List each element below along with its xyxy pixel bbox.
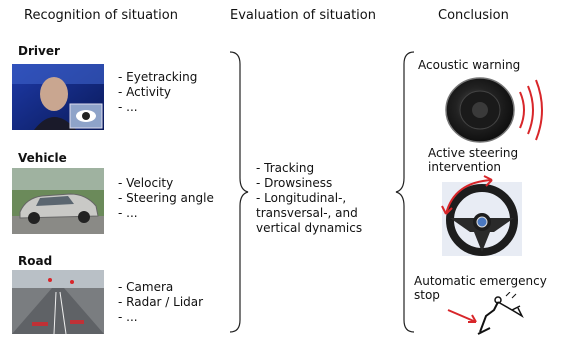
driver-item: - Eyetracking xyxy=(118,70,198,84)
evaluation-item: - Drowsiness xyxy=(256,176,333,190)
road-item: - Camera xyxy=(118,280,174,294)
acoustic-warning-label: Acoustic warning xyxy=(418,58,521,72)
road-label: Road xyxy=(18,254,53,268)
header-evaluation: Evaluation of situation xyxy=(230,8,376,23)
vehicle-photo xyxy=(12,168,104,234)
header-conclusion: Conclusion xyxy=(438,8,509,23)
steering-label-line2: intervention xyxy=(428,160,502,174)
evaluation-item: transversal-, and xyxy=(256,206,358,220)
driver-item: - ... xyxy=(118,100,138,114)
driver-item: - Activity xyxy=(118,85,172,99)
speaker-icon xyxy=(445,77,543,143)
road-list: - Camera - Radar / Lidar - ... xyxy=(118,280,203,325)
brake-pedal-icon xyxy=(447,292,524,335)
vehicle-item: - ... xyxy=(118,206,138,220)
road-item: - ... xyxy=(118,310,138,324)
vehicle-item: - Velocity xyxy=(118,176,174,190)
evaluation-list: - Tracking - Drowsiness - Longitudinal-,… xyxy=(256,161,362,236)
driver-label: Driver xyxy=(18,44,60,58)
vehicle-list: - Velocity - Steering angle - ... xyxy=(118,176,214,221)
recognition-brace xyxy=(229,51,249,333)
road-item: - Radar / Lidar xyxy=(118,295,204,309)
steering-wheel-icon xyxy=(441,175,522,256)
vehicle-item: - Steering angle xyxy=(118,191,214,205)
emergency-label-line1: Automatic emergency xyxy=(414,274,547,288)
emergency-label-line2: stop xyxy=(414,288,440,302)
road-photo xyxy=(12,270,104,334)
conclusion-brace xyxy=(395,51,415,333)
vehicle-label: Vehicle xyxy=(18,151,67,165)
steering-label-line1: Active steering xyxy=(428,146,519,160)
evaluation-item: vertical dynamics xyxy=(256,221,363,235)
driver-list: - Eyetracking - Activity - ... xyxy=(118,70,197,115)
evaluation-item: - Tracking xyxy=(256,161,315,175)
evaluation-item: - Longitudinal-, xyxy=(256,191,347,205)
header-recognition: Recognition of situation xyxy=(24,8,178,23)
driver-photo xyxy=(12,64,104,130)
